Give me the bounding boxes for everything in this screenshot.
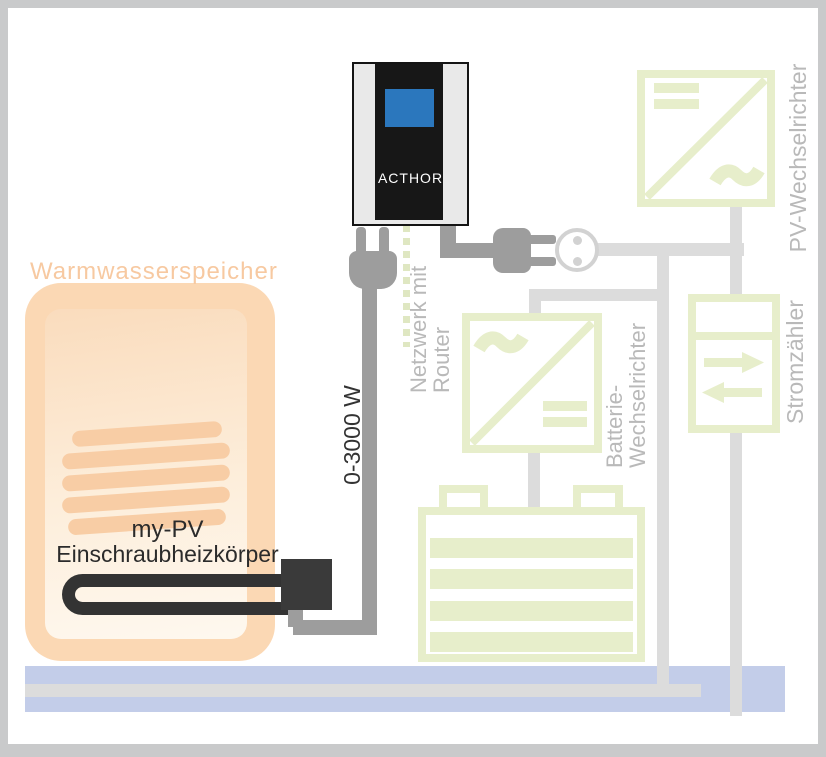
- energy-meter-icon: [688, 294, 780, 433]
- plug-prong-icon: [528, 257, 556, 266]
- plug-prong-icon: [356, 227, 366, 255]
- battery-cell-bar: [430, 601, 633, 621]
- network-label: Netzwerk mit Router: [406, 257, 454, 393]
- wire-socket-to-pv: [596, 243, 744, 256]
- battery-inverter-label-line2: Wechselrichter: [625, 322, 650, 468]
- power-range-label: 0-3000 W: [339, 385, 365, 485]
- battery-inverter-label: Batterie- Wechselrichter: [602, 306, 650, 468]
- acthor-device: ACTHOR: [352, 62, 469, 226]
- heater-label-line2: Einschraubheizkörper: [56, 541, 279, 567]
- pv-inverter-label: PV-Wechselrichter: [785, 63, 811, 253]
- acthor-grid-cable: [440, 243, 500, 258]
- wire-battinv-branch: [529, 289, 669, 301]
- wire-battinv-to-battery: [528, 448, 540, 510]
- socket-pin-hole-icon: [573, 257, 582, 266]
- ac-plug-icon: [493, 228, 531, 273]
- heater-label-line1: my-PV: [131, 516, 204, 543]
- battery-cell-bar: [430, 569, 633, 589]
- plug-prong-icon: [379, 227, 389, 255]
- wire-pv-to-meter: [730, 204, 742, 296]
- heater-power-cable: [288, 607, 303, 627]
- battery-inverter-icon: [462, 313, 602, 453]
- ac-plug-icon: [349, 251, 397, 289]
- acthor-front-panel: [375, 64, 443, 220]
- battery-cell-bar: [430, 538, 633, 558]
- network-dotted-line: [403, 225, 410, 347]
- energy-meter-label: Stromzähler: [782, 300, 808, 424]
- heater-power-cable: [362, 282, 377, 635]
- network-label-line2: Router: [429, 326, 454, 393]
- plug-prong-icon: [528, 235, 556, 244]
- tank-label: Warmwasserspeicher: [30, 258, 278, 285]
- battery-cell-bar: [430, 632, 633, 652]
- grid-bus-wire: [25, 684, 701, 697]
- battery-inverter-label-line1: Batterie-: [602, 384, 627, 468]
- socket-pin-hole-icon: [573, 236, 582, 245]
- acthor-display-screen: [385, 89, 434, 127]
- heater-power-cable: [293, 620, 377, 635]
- immersion-heater-head: [281, 559, 332, 610]
- battery-icon: [418, 485, 645, 662]
- immersion-heater-icon: [62, 574, 288, 615]
- pv-inverter-icon: [637, 70, 775, 207]
- wire-socket-to-bus: [657, 243, 669, 695]
- network-label-line1: Netzwerk mit: [406, 265, 431, 393]
- acthor-device-label: ACTHOR: [377, 170, 444, 186]
- wire-meter-to-bus: [730, 430, 742, 716]
